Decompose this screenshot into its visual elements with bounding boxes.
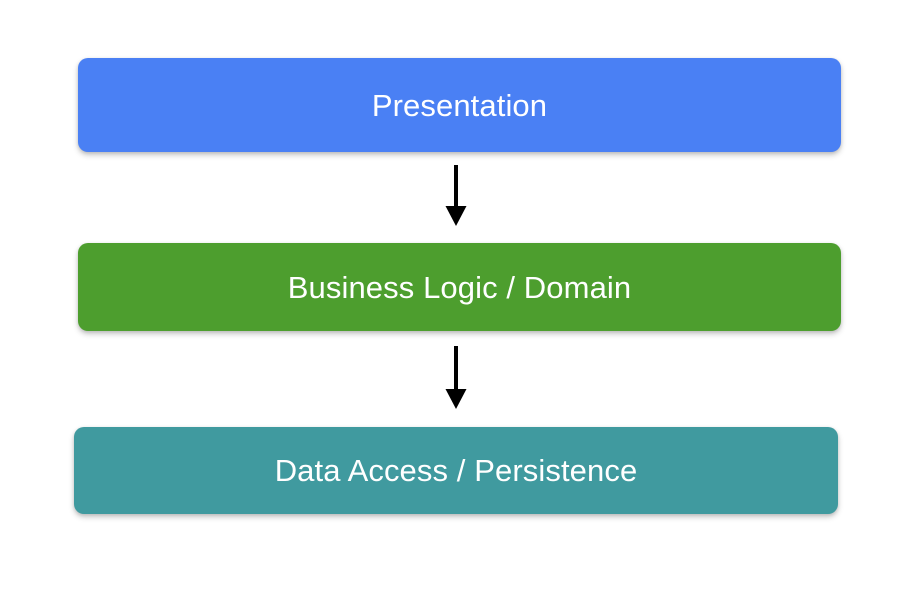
node-business-logic[interactable]: Business Logic / Domain <box>78 243 841 331</box>
edge-business-to-data <box>444 346 468 410</box>
edge-presentation-to-business <box>444 165 468 227</box>
arrow-down-icon <box>445 346 467 409</box>
arrow-down-icon <box>445 165 467 226</box>
node-data-access[interactable]: Data Access / Persistence <box>74 427 838 514</box>
node-presentation-label: Presentation <box>371 87 548 123</box>
node-business-logic-label: Business Logic / Domain <box>287 269 632 305</box>
node-data-access-label: Data Access / Persistence <box>274 453 638 488</box>
node-presentation[interactable]: Presentation <box>78 58 841 152</box>
